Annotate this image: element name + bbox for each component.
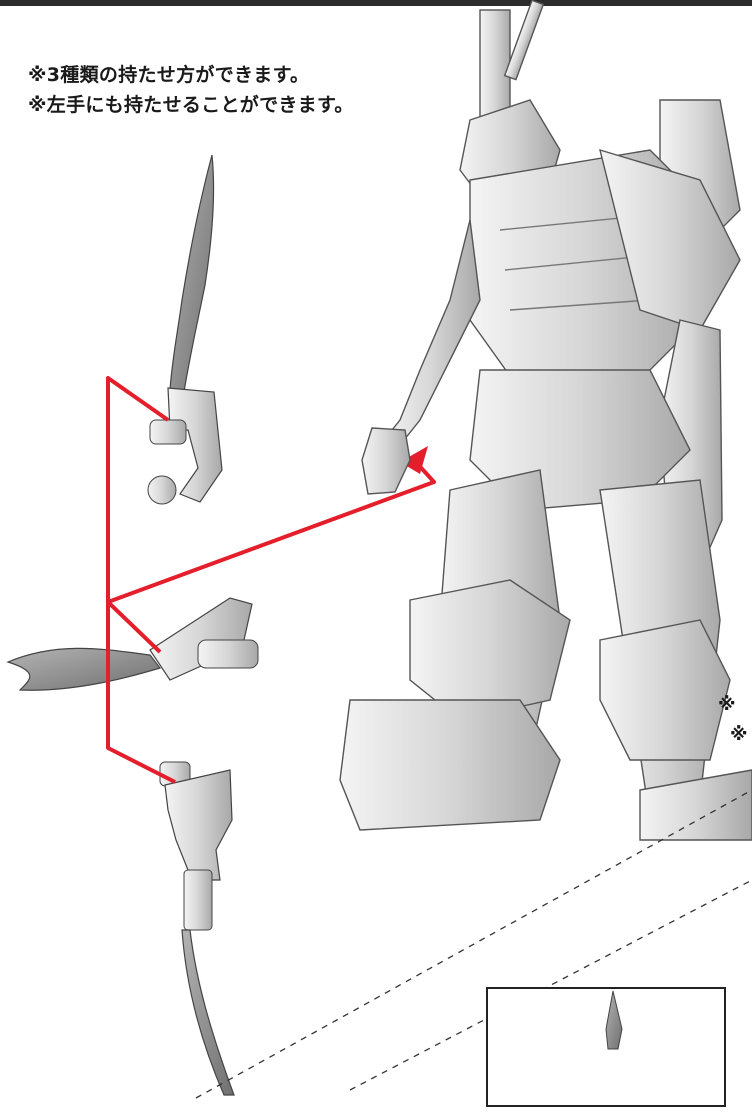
partial-note-1: ※ <box>718 694 736 715</box>
weapon-grip-1-icon <box>148 155 222 504</box>
robot-figure-icon <box>340 0 752 840</box>
partial-note-2: ※ <box>730 724 748 745</box>
inset-detail-box <box>486 987 726 1107</box>
weapon-grip-2-icon <box>8 598 258 690</box>
weapon-grip-3-icon <box>160 762 234 1095</box>
inset-blade-icon <box>488 989 728 1109</box>
